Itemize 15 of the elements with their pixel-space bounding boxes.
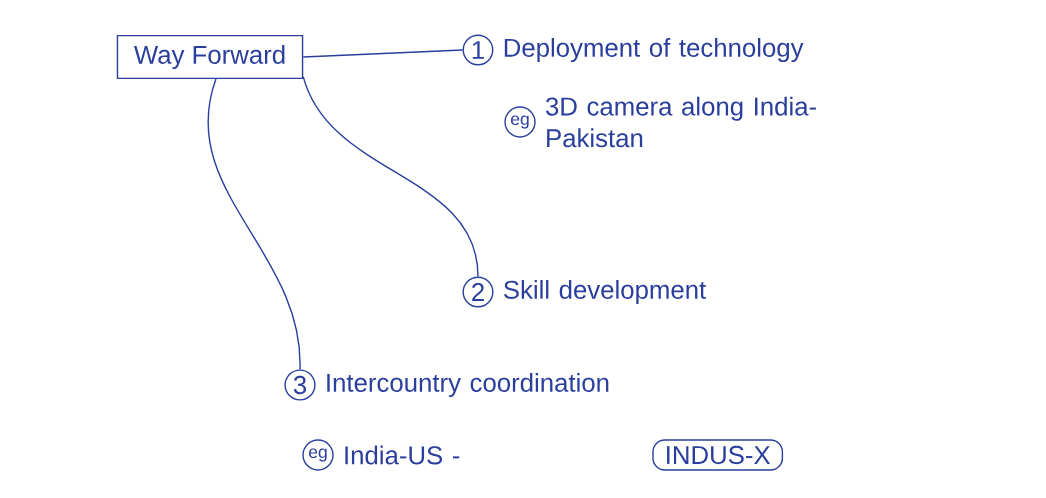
circled-number: 3 <box>284 369 316 401</box>
note-text: Intercountry coordination <box>327 373 609 397</box>
connector-line <box>207 78 301 371</box>
note-text: India-US - <box>345 445 460 465</box>
circled-number: eg <box>504 106 536 138</box>
connector-line <box>302 76 479 278</box>
circled-number: 1 <box>462 34 494 66</box>
note-text: Skill development <box>504 280 706 304</box>
connector-line <box>302 49 464 58</box>
note-text: Deployment of technology <box>504 38 804 62</box>
heading-box: Way Forward <box>116 34 304 80</box>
note-text: 3D camera along India-Pakistan <box>545 96 816 148</box>
rounded-box: INDUS-X <box>652 439 784 471</box>
circled-number: eg <box>302 439 334 471</box>
circled-number: 2 <box>462 276 494 308</box>
